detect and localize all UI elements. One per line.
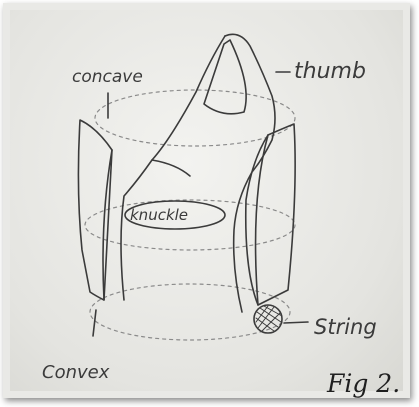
top-ring — [95, 90, 295, 146]
thumbnail — [204, 40, 246, 114]
label-string: String — [314, 315, 377, 339]
label-thumb: thumb — [294, 59, 366, 84]
convex-pointer — [93, 310, 96, 336]
label-concave: concave — [72, 67, 143, 87]
middle-ring — [85, 200, 295, 250]
right-plate-inner — [256, 135, 268, 305]
label-knuckle: knuckle — [130, 206, 188, 224]
thumb-crease — [152, 160, 190, 176]
bottom-ring — [90, 284, 290, 340]
figure-caption: Fig 2. — [326, 369, 400, 398]
right-plate — [246, 124, 295, 305]
string-pointer — [284, 322, 308, 323]
label-convex: Convex — [42, 362, 110, 383]
